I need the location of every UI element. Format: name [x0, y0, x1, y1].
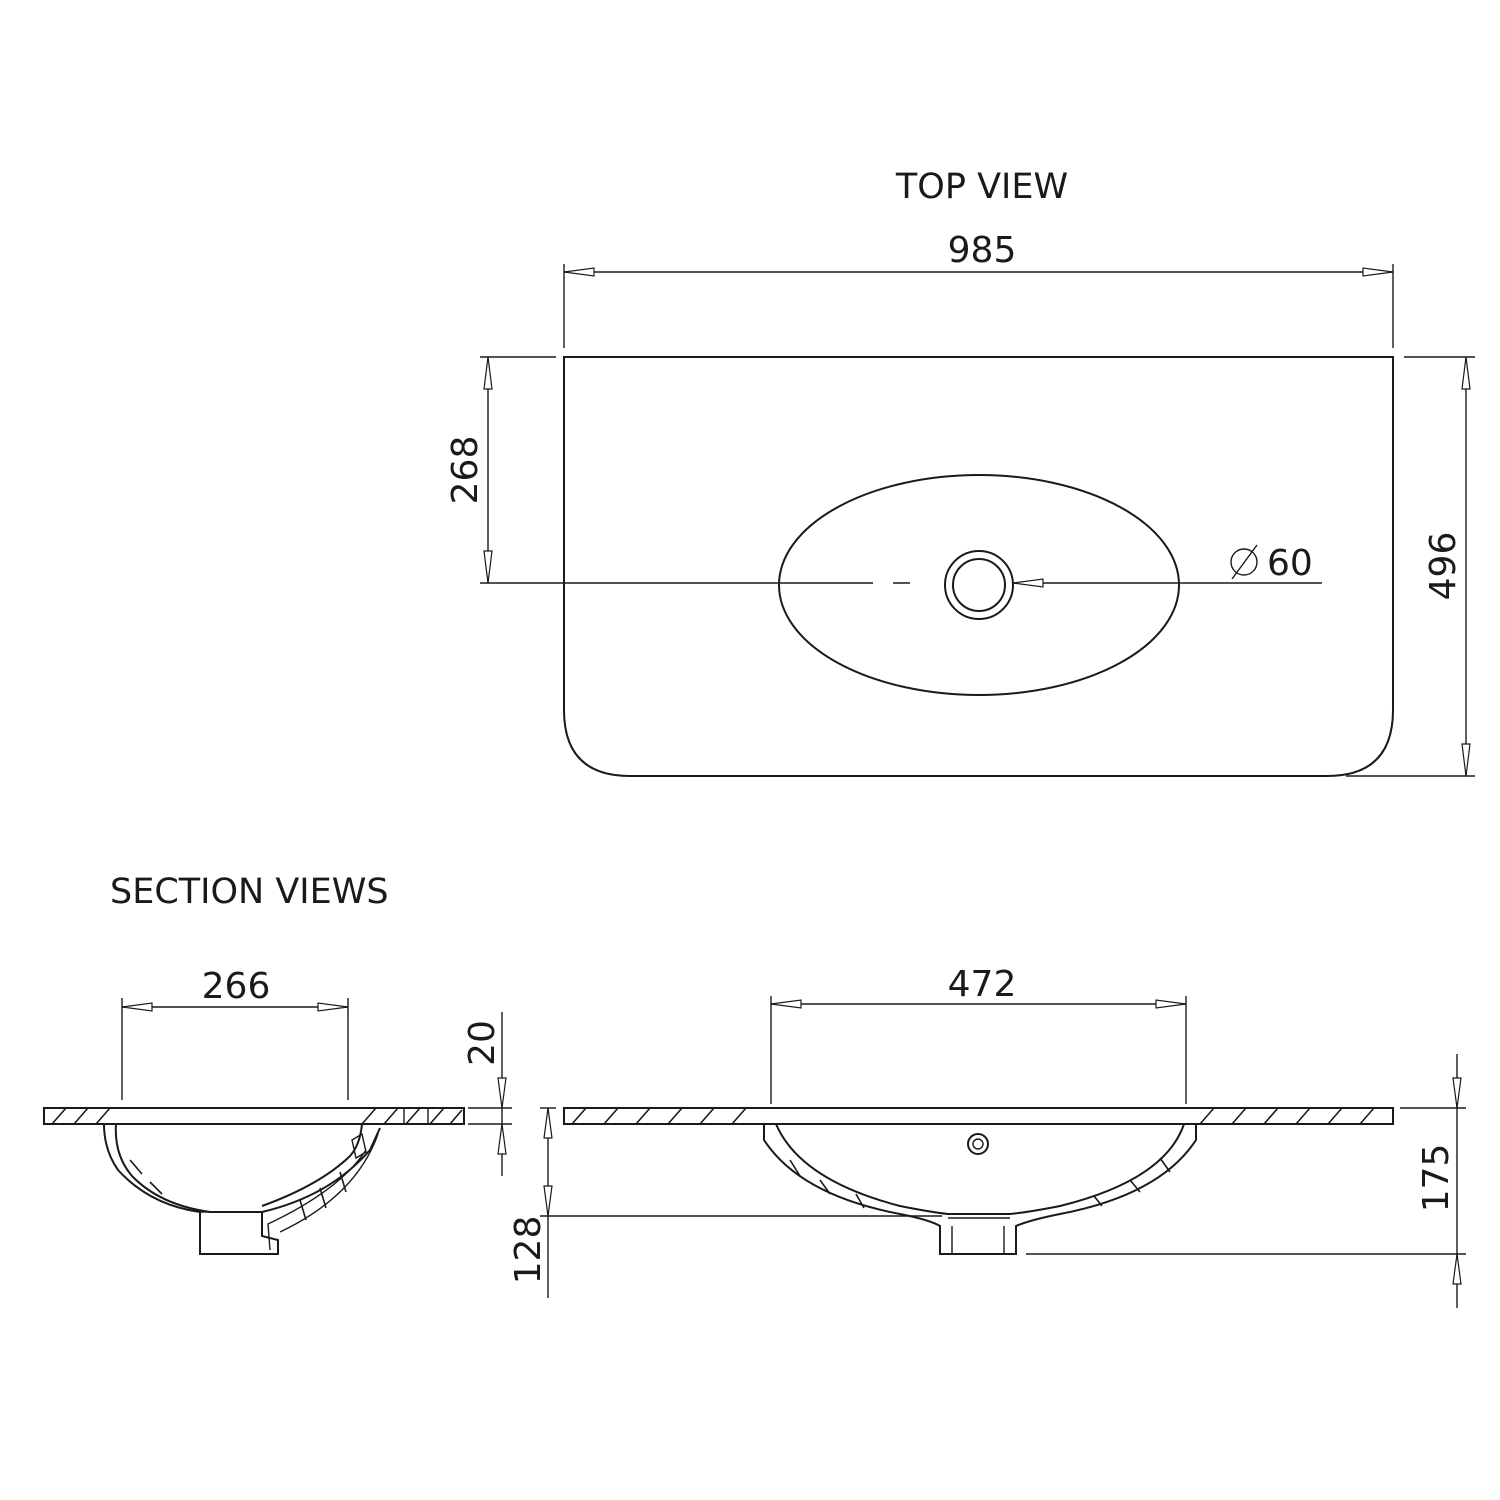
right-section-hatching [571, 1107, 1375, 1125]
overflow-hole-icon [967, 1133, 989, 1155]
overall-width-label: 985 [948, 230, 1017, 271]
left-section-hatching [51, 1107, 463, 1125]
left-section-view [43, 1107, 465, 1255]
top-thickness-label: 20 [462, 1020, 503, 1066]
bowl-outline [778, 474, 1180, 696]
bowl-width-dimension: 266 [121, 966, 349, 1100]
waste-diameter-label: 60 [1267, 543, 1313, 584]
diameter-symbol-slash [1231, 544, 1258, 580]
waste-diameter-leader: 60 [1012, 543, 1322, 588]
overflow-hatching [129, 1159, 347, 1221]
front-to-waste-label: 268 [445, 436, 486, 505]
right-section-view [563, 1107, 1394, 1255]
bowl-depth-label: 128 [508, 1216, 549, 1285]
overall-height-dimension: 175 [1026, 1054, 1466, 1308]
top-view-heading: TOP VIEW [895, 167, 1068, 207]
front-to-waste-dimension: 268 [445, 356, 556, 584]
vanity-top-outline [563, 356, 1394, 777]
diameter-symbol-icon [1230, 548, 1258, 576]
overall-depth-label: 496 [1423, 532, 1464, 601]
bowl-length-label: 472 [948, 964, 1017, 1005]
bowl-wall-hatching [789, 1157, 1171, 1209]
overall-width-dimension: 985 [563, 230, 1394, 348]
overall-height-label: 175 [1416, 1144, 1457, 1213]
bowl-width-label: 266 [202, 966, 271, 1007]
section-views-heading: SECTION VIEWS [110, 872, 389, 912]
waste-outlet [944, 550, 1014, 620]
top-thickness-dimension: 20 [462, 1012, 512, 1176]
bowl-length-dimension: 472 [770, 964, 1187, 1104]
bowl-depth-dimension: 128 [508, 1107, 942, 1298]
overall-depth-dimension: 496 [1346, 356, 1475, 777]
